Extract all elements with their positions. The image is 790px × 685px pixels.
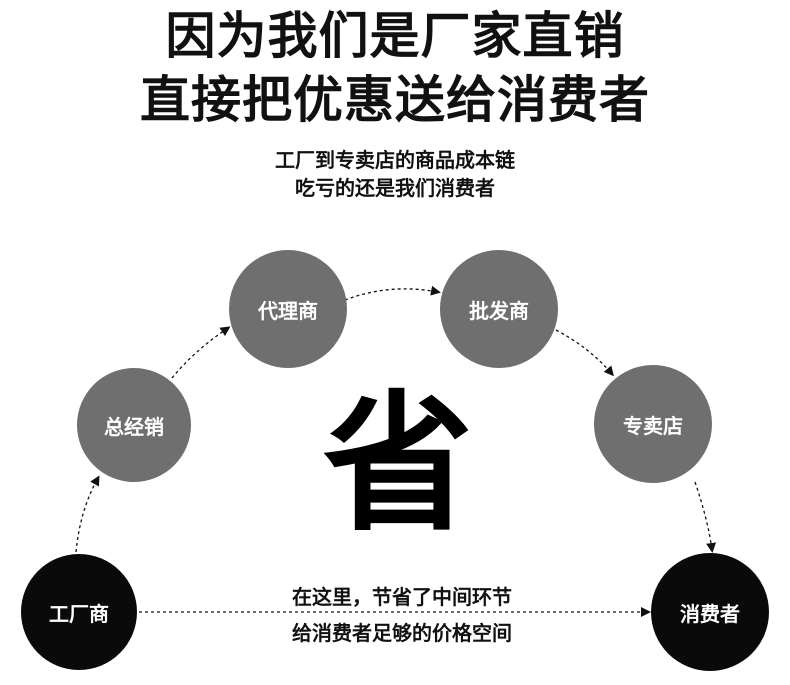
subheadline-line-1: 工厂到专卖店的商品成本链: [275, 148, 515, 172]
node-consumer: 消费者: [651, 553, 769, 671]
center-save-character: 省: [322, 378, 473, 552]
arrow-distributor-to-agent: [171, 326, 231, 379]
arrow-factory-to-distributor: [75, 475, 100, 553]
node-agent: 代理商: [229, 250, 347, 368]
node-factory-label: 工厂商: [49, 601, 109, 626]
headline-line-1: 因为我们是厂家直销: [165, 7, 625, 65]
node-wholesaler-label: 批发商: [469, 298, 529, 323]
subheadline-line-2: 吃亏的还是我们消费者: [295, 176, 495, 200]
arrow-store-to-consumer: [694, 481, 717, 553]
node-distributor-label: 总经销: [104, 414, 164, 439]
node-distributor: 总经销: [77, 368, 191, 482]
node-wholesaler: 批发商: [440, 250, 558, 368]
node-agent-label: 代理商: [258, 298, 318, 323]
node-store: 专卖店: [594, 365, 712, 483]
arrow-agent-to-wholesaler: [344, 285, 441, 301]
bottom-caption-line-1: 在这里，节省了中间环节: [292, 585, 512, 609]
node-factory: 工厂商: [21, 554, 137, 670]
bottom-caption-line-2: 给消费者足够的价格空间: [292, 621, 512, 645]
arrow-wholesaler-to-store: [555, 329, 614, 377]
headline-line-2: 直接把优惠送给消费者: [140, 71, 650, 129]
node-store-label: 专卖店: [623, 413, 683, 438]
node-consumer-label: 消费者: [680, 601, 740, 626]
